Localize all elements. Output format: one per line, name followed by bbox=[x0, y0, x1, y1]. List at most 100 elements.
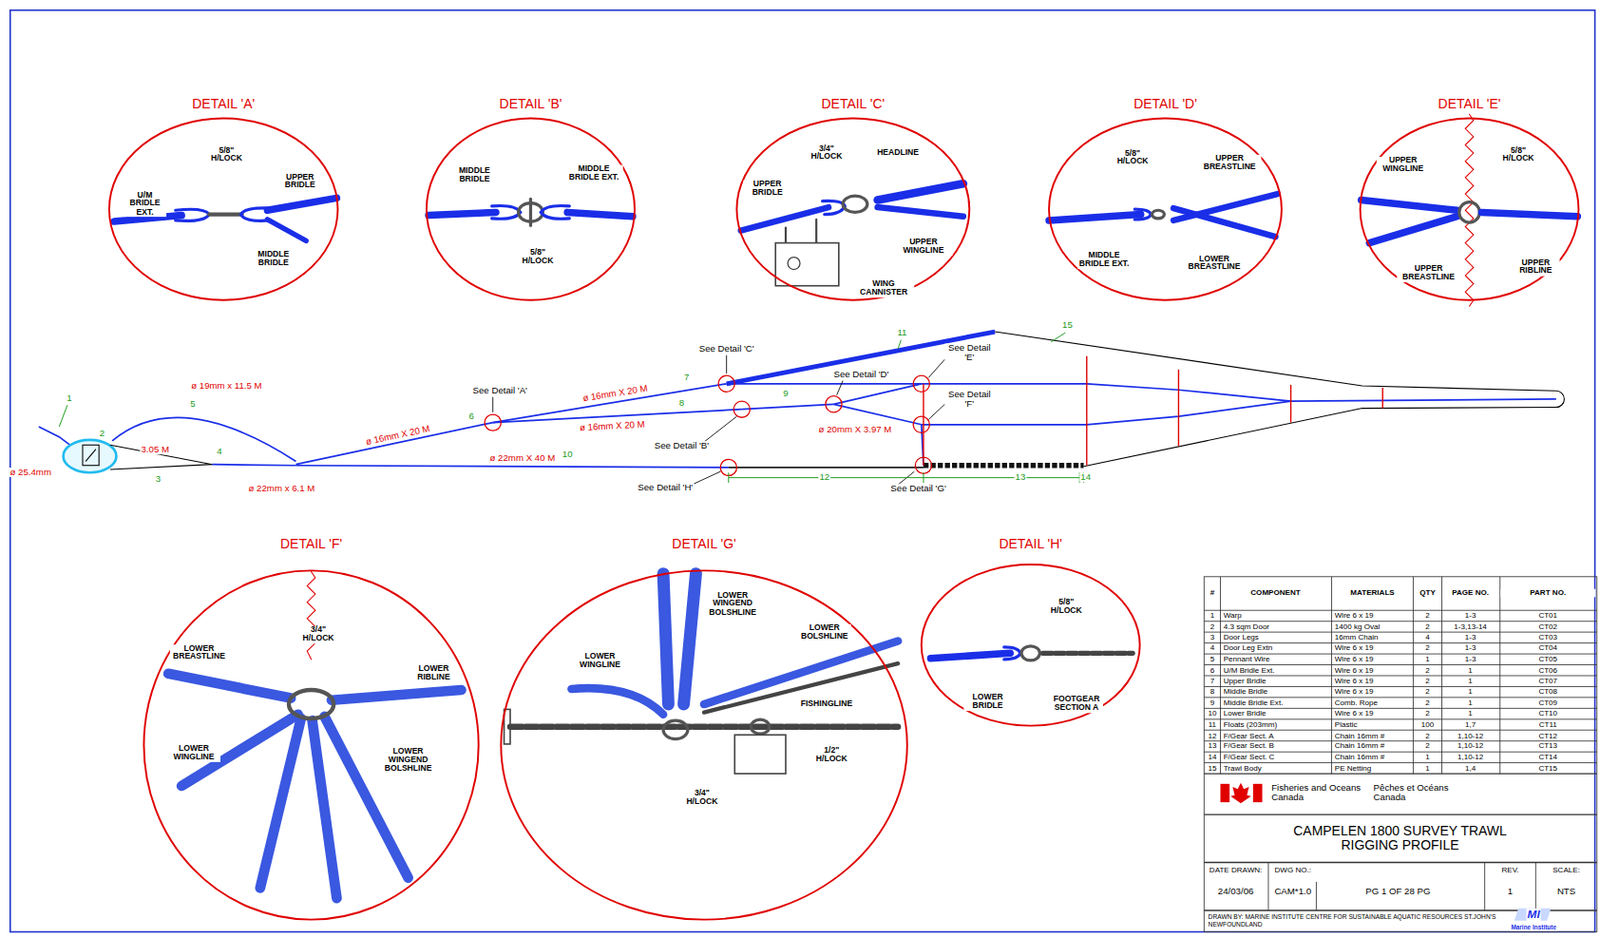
table-header: PART NO. bbox=[1500, 589, 1596, 597]
title-block-text: DRAWN BY: MARINE INSTITUTE CENTRE FOR SU… bbox=[1207, 914, 1506, 928]
title-block-text: SCALE: bbox=[1551, 866, 1581, 875]
detail-outline bbox=[1048, 118, 1282, 301]
drawing-stroke bbox=[1203, 861, 1597, 863]
table-cell: CT13 bbox=[1537, 742, 1559, 750]
title-block-text: REV. bbox=[1500, 866, 1520, 875]
table-cell: 1 bbox=[1424, 763, 1431, 772]
drawing-stroke bbox=[663, 720, 688, 739]
table-cell: CT11 bbox=[1538, 720, 1559, 728]
drawing-stroke bbox=[1203, 642, 1597, 644]
drawing-stroke bbox=[567, 211, 633, 216]
drawing-stroke bbox=[295, 422, 493, 465]
table-cell: Warp bbox=[1222, 611, 1243, 620]
leader-lines bbox=[493, 355, 946, 485]
drawing-stroke bbox=[1315, 881, 1317, 911]
detail-circle: DETAIL 'A'U/M BRIDLE EXT.5/8" H/LOCKUPPE… bbox=[108, 117, 340, 302]
title-block-text: Marine Institute bbox=[1509, 924, 1558, 932]
table-cell: Comb. Rope bbox=[1333, 698, 1379, 706]
drawing-stroke bbox=[1382, 387, 1384, 408]
table-cell: F/Gear Sect. B bbox=[1222, 742, 1276, 750]
drawing-stroke bbox=[82, 444, 99, 465]
drawing-stroke bbox=[1484, 862, 1486, 911]
parts-table-grid bbox=[1203, 576, 1597, 933]
table-cell: 2 bbox=[1424, 687, 1431, 696]
table-cell: 2 bbox=[1424, 698, 1431, 706]
part-label: WING CANNISTER bbox=[853, 280, 915, 298]
drawing-stroke bbox=[734, 734, 786, 774]
table-cell: 1-3,13-14 bbox=[1452, 622, 1488, 630]
part-label: 5/8" H/LOCK bbox=[205, 146, 248, 164]
drawing-stroke bbox=[1499, 576, 1501, 774]
detail-reference: See Detail 'A' bbox=[471, 385, 529, 396]
drawing-stroke bbox=[775, 243, 839, 286]
drawing-stroke bbox=[1043, 650, 1134, 656]
table-cell: 9 bbox=[1209, 698, 1217, 706]
table-cell: Wire 6 x 19 bbox=[1333, 687, 1375, 696]
table-cell: 2 bbox=[1424, 622, 1431, 630]
detail-outline bbox=[920, 563, 1142, 727]
table-cell: Chain 16mm # bbox=[1333, 753, 1387, 762]
footgear-chain bbox=[728, 466, 924, 469]
table-cell: 1 bbox=[1466, 687, 1474, 696]
table-cell: Middle Bridle bbox=[1222, 687, 1270, 696]
callout-number: 14 bbox=[1079, 473, 1092, 483]
detail-heading: DETAIL 'D' bbox=[1132, 96, 1199, 112]
drawing-stroke bbox=[693, 471, 721, 484]
table-cell: 2 bbox=[1424, 709, 1431, 718]
part-label: LOWER BRIDLE bbox=[963, 693, 1011, 711]
dimension-label: ø 16mm X 20 M bbox=[578, 419, 647, 434]
detail-heading: DETAIL 'F' bbox=[279, 536, 343, 552]
part-label: LOWER WINGEND BOLSHLINE bbox=[376, 747, 440, 774]
table-cell: CT09 bbox=[1537, 698, 1559, 706]
part-label: UPPER RIBLINE bbox=[1511, 258, 1560, 276]
drawing-stroke bbox=[1481, 211, 1578, 216]
callout-number: 7 bbox=[683, 372, 691, 382]
table-cell: 14 bbox=[1206, 753, 1218, 762]
part-label: UPPER WINGLINE bbox=[894, 238, 953, 256]
callout-number: 6 bbox=[467, 411, 476, 421]
part-label: 3/4" H/LOCK bbox=[680, 789, 724, 807]
drawing-stroke bbox=[1290, 384, 1292, 423]
part-label: MIDDLE BRIDLE EXT. bbox=[1077, 251, 1131, 269]
callout-number: 8 bbox=[678, 398, 686, 408]
title-block-text: MI bbox=[1526, 908, 1542, 920]
title-block-text: 24/03/06 bbox=[1217, 887, 1256, 897]
drawing-stroke bbox=[930, 652, 1010, 658]
detail-outline bbox=[143, 570, 478, 919]
table-cell: Wire 6 x 19 bbox=[1333, 611, 1375, 620]
detail-outline bbox=[499, 569, 909, 920]
drawing-stroke bbox=[266, 219, 306, 242]
table-cell: 2 bbox=[1424, 611, 1431, 620]
table-cell: CT14 bbox=[1537, 753, 1559, 762]
table-cell: 1-3 bbox=[1464, 644, 1478, 652]
drawing-stroke bbox=[1021, 646, 1040, 661]
table-cell: 1 bbox=[1209, 611, 1217, 620]
table-cell: 4 bbox=[1209, 644, 1217, 652]
drawing-stroke bbox=[492, 397, 494, 413]
drawing-stroke bbox=[877, 183, 964, 200]
table-cell: 100 bbox=[1420, 720, 1436, 728]
mi-logo bbox=[1514, 908, 1552, 921]
drawing-stroke bbox=[63, 439, 117, 473]
drawing-stroke bbox=[1203, 772, 1597, 774]
drawing-stroke bbox=[727, 472, 729, 483]
drawing-stroke bbox=[168, 673, 291, 699]
title-block-text: 1 bbox=[1506, 887, 1515, 897]
dimension-label: ø 25.4mm bbox=[8, 467, 53, 477]
title-block-text: CAM*1.0 bbox=[1273, 887, 1313, 897]
detail-circle: DETAIL 'G'LOWER WINGEND BOLSHLINELOWER B… bbox=[499, 569, 909, 920]
table-cell: 1400 kg Oval bbox=[1333, 622, 1382, 630]
detail-reference: See Detail 'F' bbox=[945, 390, 995, 410]
part-label: LOWER WINGLINE bbox=[167, 744, 221, 762]
table-header: MATERIALS bbox=[1333, 589, 1413, 597]
drawing-stroke bbox=[1230, 782, 1251, 803]
part-label: LOWER BREASTLINE bbox=[1182, 254, 1247, 272]
detail-c-drawing bbox=[741, 183, 964, 286]
detail-d-drawing bbox=[1048, 193, 1278, 237]
part-label: LOWER WINGLINE bbox=[573, 652, 628, 670]
table-cell: Wire 6 x 19 bbox=[1333, 644, 1375, 652]
table-cell: 4.3 sqm Door bbox=[1222, 622, 1272, 630]
part-label: MIDDLE BRIDLE EXT. bbox=[564, 165, 623, 183]
part-label: MIDDLE BRIDLE bbox=[247, 250, 301, 268]
table-cell: CT06 bbox=[1537, 666, 1559, 674]
